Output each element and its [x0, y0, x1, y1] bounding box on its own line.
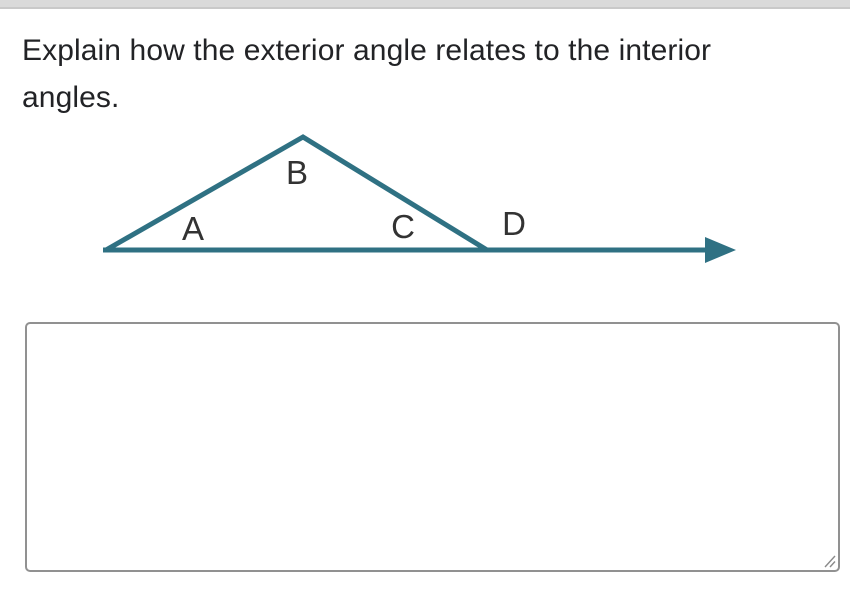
angle-label-c: C — [391, 208, 415, 245]
angle-label-a: A — [182, 210, 204, 247]
question-text: Explain how the exterior angle relates t… — [22, 34, 712, 114]
angle-label-d: D — [502, 205, 526, 242]
window-chrome-strip — [0, 0, 850, 9]
resize-handle-icon[interactable] — [823, 555, 836, 568]
answer-area — [25, 322, 840, 572]
triangle-exterior-angle-diagram: A B C D — [103, 134, 736, 263]
ray-arrowhead-icon — [705, 237, 736, 263]
triangle-sides — [104, 134, 489, 253]
angle-label-b: B — [286, 154, 308, 191]
answer-textarea[interactable] — [25, 322, 840, 572]
